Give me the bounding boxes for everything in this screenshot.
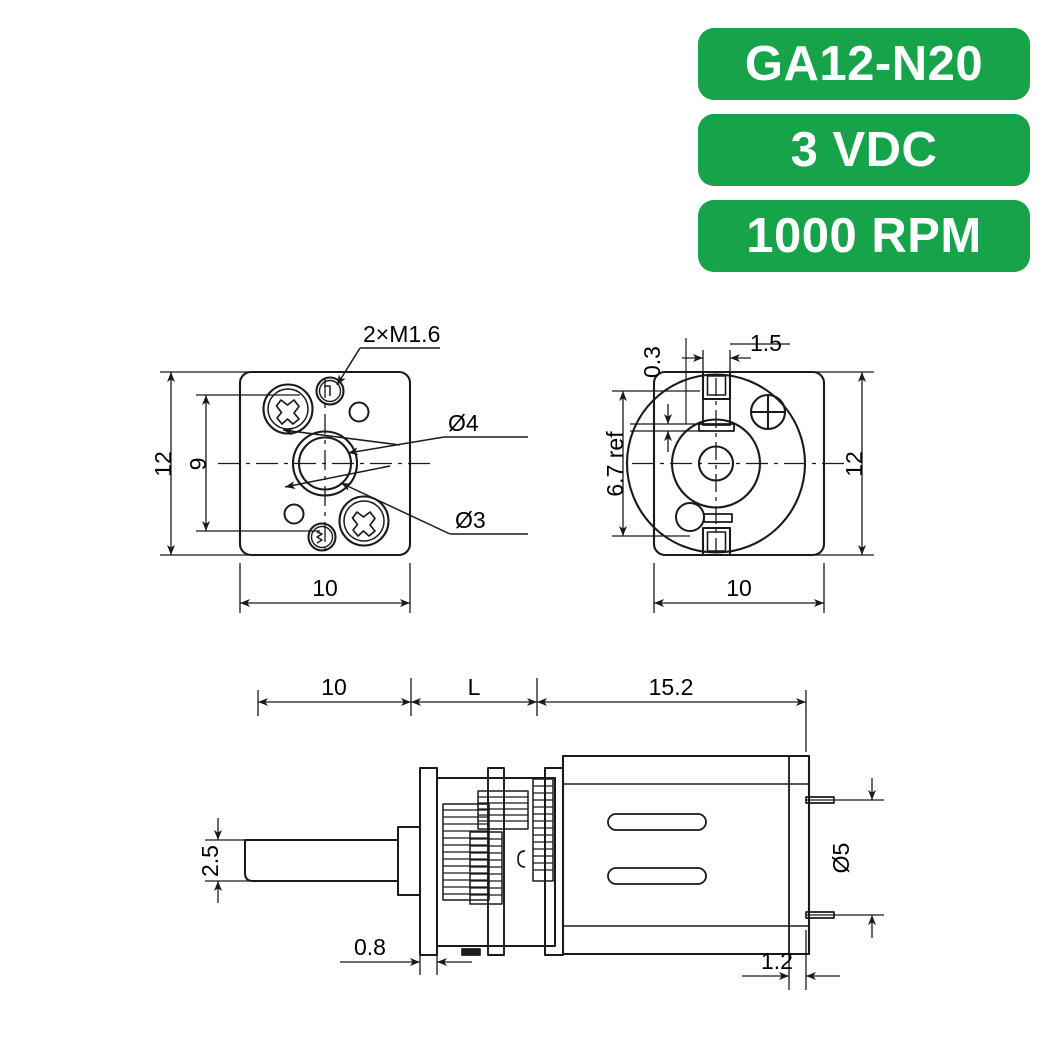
screw-top-left (262, 383, 314, 435)
rear-dim-tab-thickness (630, 338, 705, 452)
front-label-thread: 2×M1.6 (363, 321, 440, 347)
front-dim-12-text: 12 (150, 451, 176, 477)
side-dim-shaft-dia (205, 818, 250, 903)
front-leader-bore-inner (284, 465, 528, 535)
side-dim-flange (340, 900, 472, 975)
front-leader-bore-outer (282, 427, 528, 456)
side-dim-25-text: 2.5 (197, 845, 223, 877)
front-dim-height-overall (160, 371, 248, 556)
side-dim-10-text: 10 (321, 674, 347, 700)
front-leader-thread (336, 347, 440, 386)
side-dim-12-text: 1.2 (761, 948, 793, 974)
front-dim-9-text: 9 (185, 458, 211, 471)
terminal-tab-bottom (701, 513, 733, 557)
rear-dim-span-ref (612, 390, 700, 537)
spec-badge-group: GA12-N20 3 VDC 1000 RPM (698, 28, 1030, 272)
screw-bottom-right (338, 495, 390, 547)
rear-dim-ref-text: 6.7 ref (602, 431, 628, 497)
rear-dim-10-text: 10 (726, 575, 752, 601)
rear-dim-12-text: 12 (841, 451, 867, 477)
badge-speed: 1000 RPM (698, 200, 1030, 272)
rear-dim-15-text: 1.5 (750, 330, 782, 356)
rear-screw (749, 393, 787, 431)
thread-hole-top (315, 376, 345, 406)
side-dim-chain (257, 678, 807, 752)
badge-model: GA12-N20 (698, 28, 1030, 100)
side-dim-terminal-offset (742, 930, 840, 990)
rear-dim-03-text: 0.3 (639, 346, 665, 378)
terminal-tab-top (698, 370, 735, 432)
side-dim-08-text: 0.8 (354, 934, 386, 960)
rear-view-geometry (625, 370, 846, 557)
side-dim-L-text: L (468, 674, 481, 700)
front-view-geometry (218, 370, 432, 557)
badge-voltage: 3 VDC (698, 114, 1030, 186)
front-dim-10-text: 10 (312, 575, 338, 601)
front-dim-height-pitch (196, 394, 320, 532)
front-dim-width-overall (239, 563, 411, 613)
side-view-geometry (244, 754, 835, 956)
front-label-bore-inner: Ø3 (455, 507, 486, 533)
thread-hole-bottom (307, 522, 337, 552)
rear-dim-height-overall (816, 371, 874, 556)
side-dim-152-text: 15.2 (649, 674, 694, 700)
dimension-labels: 12 9 10 2×M1.6 Ø4 Ø3 0.3 1.5 6.7 ref 12 … (150, 321, 867, 974)
side-dim-d5-text: Ø5 (828, 843, 854, 874)
side-dim-terminal-spacing (806, 778, 884, 938)
front-label-bore-outer: Ø4 (448, 410, 479, 436)
rear-dim-width-overall (653, 563, 825, 613)
